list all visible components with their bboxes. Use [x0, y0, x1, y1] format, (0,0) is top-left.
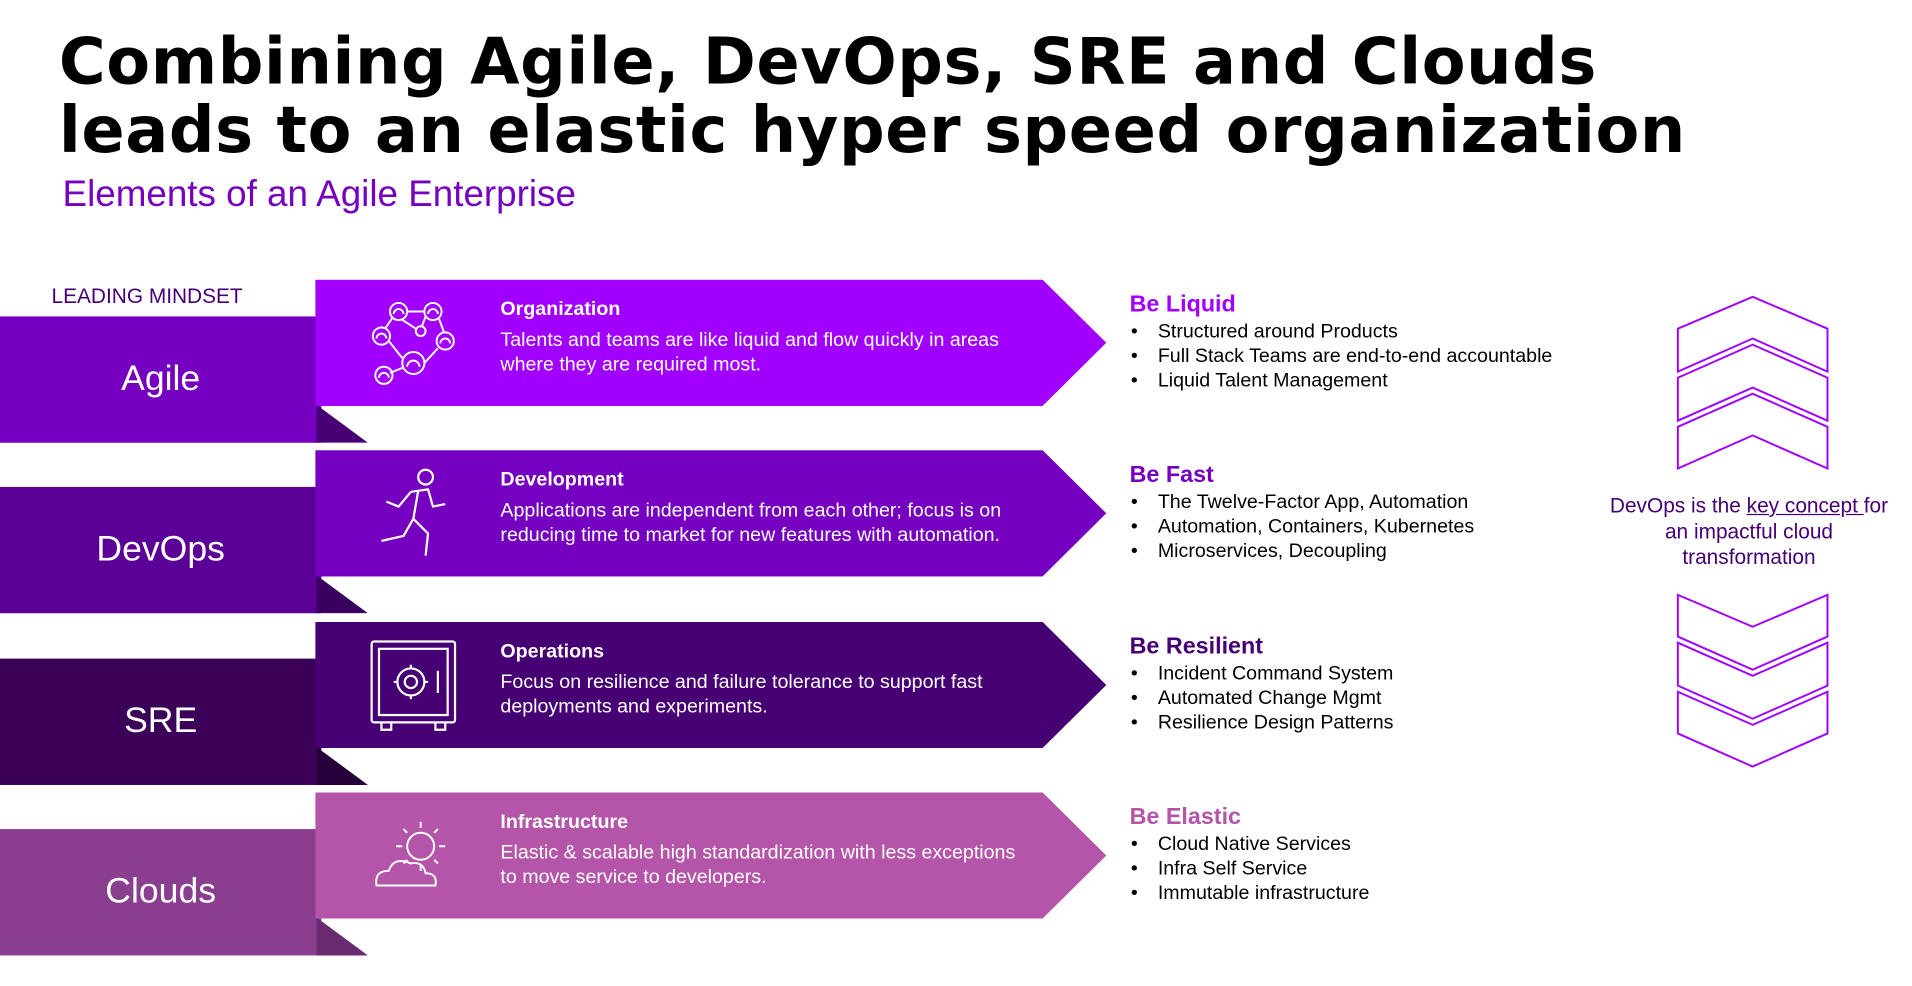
bullet-item: Microservices, Decoupling: [1130, 540, 1475, 565]
element-description: Talents and teams are like liquid and fl…: [500, 329, 999, 376]
be-heading: Be Fast: [1129, 462, 1214, 489]
bullet-list: Cloud Native ServicesInfra Self ServiceI…: [1130, 833, 1370, 907]
element-heading: Infrastructure: [500, 811, 629, 833]
bullet-item: Cloud Native Services: [1130, 833, 1370, 858]
tab-fold-shadow: [316, 404, 368, 443]
bullet-list: The Twelve-Factor App, AutomationAutomat…: [1130, 491, 1475, 565]
bullet-list: Structured around ProductsFull Stack Tea…: [1130, 320, 1553, 394]
leading-mindset-label: LEADING MINDSET: [51, 284, 243, 308]
tab-fold-shadow: [316, 746, 368, 785]
element-description: Elastic & scalable high standardization …: [500, 842, 1016, 888]
chevrons-down-icon: [1676, 593, 1829, 768]
tab-fold-shadow: [316, 917, 368, 956]
element-arrow: Operations Focus on resilience and failu…: [315, 621, 1107, 749]
element-description: Focus on resilience and failure toleranc…: [500, 672, 983, 718]
element-arrow: Infrastructure Elastic & scalable high s…: [315, 792, 1107, 919]
row-agile: Agile Organization Talents and teams are…: [0, 279, 1619, 452]
be-heading: Be Liquid: [1129, 291, 1236, 318]
element-heading: Development: [500, 469, 624, 491]
note-text-after: for an impactful cloud transformation: [1664, 494, 1889, 570]
element-description: Applications are independent from each o…: [500, 500, 1002, 546]
mindset-tab-label: Clouds: [105, 872, 217, 912]
bullet-item: The Twelve-Factor App, Automation: [1130, 491, 1475, 516]
mindset-tab-label: DevOps: [96, 529, 225, 570]
element-arrow: Development Applications are independent…: [315, 450, 1107, 577]
element-heading: Organization: [500, 299, 621, 321]
row-sre: SRE Operations Focus on resilience and f…: [0, 621, 1619, 794]
note-text-before: DevOps is the: [1609, 494, 1747, 518]
bullet-item: Liquid Talent Management: [1130, 369, 1553, 394]
bullet-item: Full Stack Teams are end-to-end accounta…: [1130, 345, 1553, 370]
page-title: Combining Agile, DevOps, SRE and Clouds …: [59, 28, 1686, 165]
be-heading: Be Resilient: [1129, 634, 1264, 660]
title-line-1: Combining Agile, DevOps, SRE and Clouds: [58, 25, 1597, 100]
note-key-concept: key concept: [1746, 494, 1864, 518]
element-arrow: Organization Talents and teams are like …: [315, 279, 1107, 406]
devops-note: DevOps is the key concept for an impactf…: [1607, 493, 1892, 570]
bullet-item: Incident Command System: [1130, 662, 1394, 687]
mindset-tab-label: SRE: [124, 701, 198, 741]
bullet-list: Incident Command SystemAutomated Change …: [1130, 662, 1394, 736]
page-subtitle: Elements of an Agile Enterprise: [62, 174, 576, 215]
bullet-item: Automation, Containers, Kubernetes: [1130, 515, 1474, 540]
row-devops: DevOps Development Applications are inde…: [0, 450, 1619, 622]
bullet-item: Infra Self Service: [1130, 857, 1370, 882]
chevrons-up-icon: [1676, 295, 1829, 471]
running-person-icon: [364, 465, 462, 563]
bullet-item: Automated Change Mgmt: [1130, 687, 1394, 712]
bullet-item: Immutable infrastructure: [1130, 882, 1370, 907]
bullet-item: Resilience Design Patterns: [1130, 711, 1394, 736]
bullet-item: Structured around Products: [1130, 320, 1553, 345]
mindset-tab: Agile: [0, 316, 322, 443]
tab-fold-shadow: [316, 575, 368, 614]
row-clouds: Clouds Infrastructure Elastic & scalable…: [0, 792, 1619, 964]
mindset-tab: DevOps: [0, 486, 322, 614]
element-heading: Operations: [500, 641, 605, 663]
be-heading: Be Elastic: [1129, 804, 1242, 831]
people-network-icon: [364, 294, 462, 392]
mindset-tab: Clouds: [0, 829, 322, 956]
title-line-2: leads to an elastic hyper speed organiza…: [58, 94, 1686, 169]
mindset-tab-label: Agile: [121, 359, 201, 399]
sun-cloud-icon: [364, 807, 462, 905]
safe-vault-icon: [364, 637, 462, 735]
mindset-tab: SRE: [0, 658, 322, 785]
